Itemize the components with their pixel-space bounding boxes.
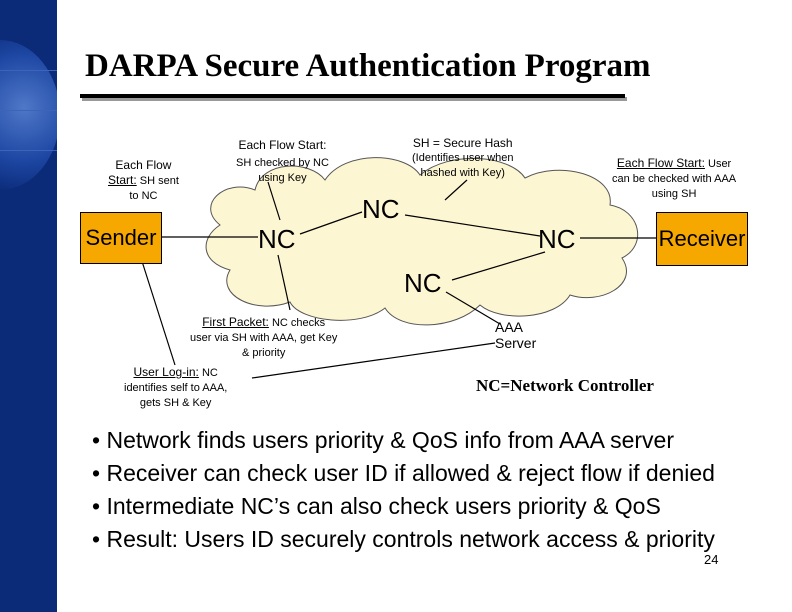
aaa-server-label: AAA Server bbox=[495, 319, 537, 351]
receiver-note-line2: can be checked with AAA bbox=[612, 173, 737, 185]
grid-line bbox=[0, 150, 57, 151]
sender-note: Each Flow Start: SH sent to NC bbox=[108, 158, 179, 204]
bullet-item: Intermediate NC’s can also check users p… bbox=[92, 490, 792, 523]
sender-note-body1: SH sent bbox=[139, 175, 179, 187]
link-ncbottom-aaa bbox=[445, 291, 501, 325]
first-packet-line1: NC checks bbox=[271, 317, 326, 329]
sh-def-line2: (Identifies user when bbox=[412, 152, 514, 164]
sender-note-body2: to NC bbox=[129, 190, 158, 202]
first-packet-head: First Packet: bbox=[202, 315, 269, 329]
bullet-list: Network finds users priority & QoS info … bbox=[92, 424, 792, 556]
user-login-line1: NC bbox=[201, 367, 218, 379]
first-packet-note: First Packet: NC checks user via SH with… bbox=[190, 315, 337, 361]
slide-title: DARPA Secure Authentication Program bbox=[85, 48, 651, 84]
link-shdef-nc bbox=[444, 179, 468, 201]
sender-note-head1: Each Flow bbox=[115, 158, 172, 172]
aaa-server-box: AAA Server bbox=[495, 319, 551, 351]
user-login-note: User Log-in: NC identifies self to AAA, … bbox=[124, 365, 227, 411]
sh-def-line3: hashed with Key) bbox=[420, 167, 505, 179]
link-ncright-ncbottom bbox=[451, 251, 546, 281]
sh-def-line1: SH = Secure Hash bbox=[412, 136, 513, 150]
nc-bottom-label: NC bbox=[404, 268, 442, 298]
bullet-item: Receiver can check user ID if allowed & … bbox=[92, 457, 792, 490]
receiver-note-head: Each Flow Start: bbox=[616, 156, 705, 170]
first-packet-line3: & priority bbox=[241, 347, 286, 359]
title-underline bbox=[80, 94, 625, 98]
grid-line bbox=[0, 110, 57, 111]
receiver-box: Receiver bbox=[656, 212, 748, 266]
receiver-note-line3: using SH bbox=[651, 188, 697, 200]
user-login-line2: identifies self to AAA, bbox=[124, 382, 228, 394]
sh-definition-note: SH = Secure Hash (Identifies user when h… bbox=[412, 136, 514, 181]
page-number: 24 bbox=[704, 552, 719, 567]
nc-top-label: NC bbox=[362, 194, 400, 224]
sidebar-banner bbox=[0, 0, 57, 612]
nc-right-label: NC bbox=[538, 224, 576, 254]
link-nctop-ncright bbox=[404, 214, 541, 237]
nc-left-label: NC bbox=[258, 224, 296, 254]
user-login-head: User Log-in: bbox=[133, 365, 199, 379]
flow-start-head: Each Flow Start: bbox=[238, 138, 327, 152]
network-cloud bbox=[205, 157, 639, 326]
bullet-item: Result: Users ID securely controls netwo… bbox=[92, 523, 792, 556]
link-nc-nc-top bbox=[299, 211, 363, 235]
bullet-item: Network finds users priority & QoS info … bbox=[92, 424, 792, 457]
receiver-note-line1: User bbox=[708, 158, 732, 170]
user-login-line3: gets SH & Key bbox=[139, 397, 212, 409]
link-flowstart-nc bbox=[267, 181, 281, 221]
receiver-note: Each Flow Start: User can be checked wit… bbox=[612, 156, 736, 202]
link-login-aaa bbox=[251, 342, 496, 379]
nc-legend: NC=Network Controller bbox=[476, 376, 654, 395]
flow-start-line2: using Key bbox=[258, 172, 307, 184]
sender-box: Sender bbox=[80, 212, 162, 264]
sender-note-head2: Start: bbox=[108, 173, 137, 187]
link-sender-login bbox=[139, 254, 176, 366]
grid-line bbox=[0, 70, 57, 71]
link-ncleft-firstpacket bbox=[277, 254, 291, 311]
first-packet-line2: user via SH with AAA, get Key bbox=[190, 332, 338, 344]
flow-start-line1: SH checked by NC bbox=[236, 157, 329, 169]
flow-start-note: Each Flow Start: SH checked by NC using … bbox=[236, 138, 329, 186]
